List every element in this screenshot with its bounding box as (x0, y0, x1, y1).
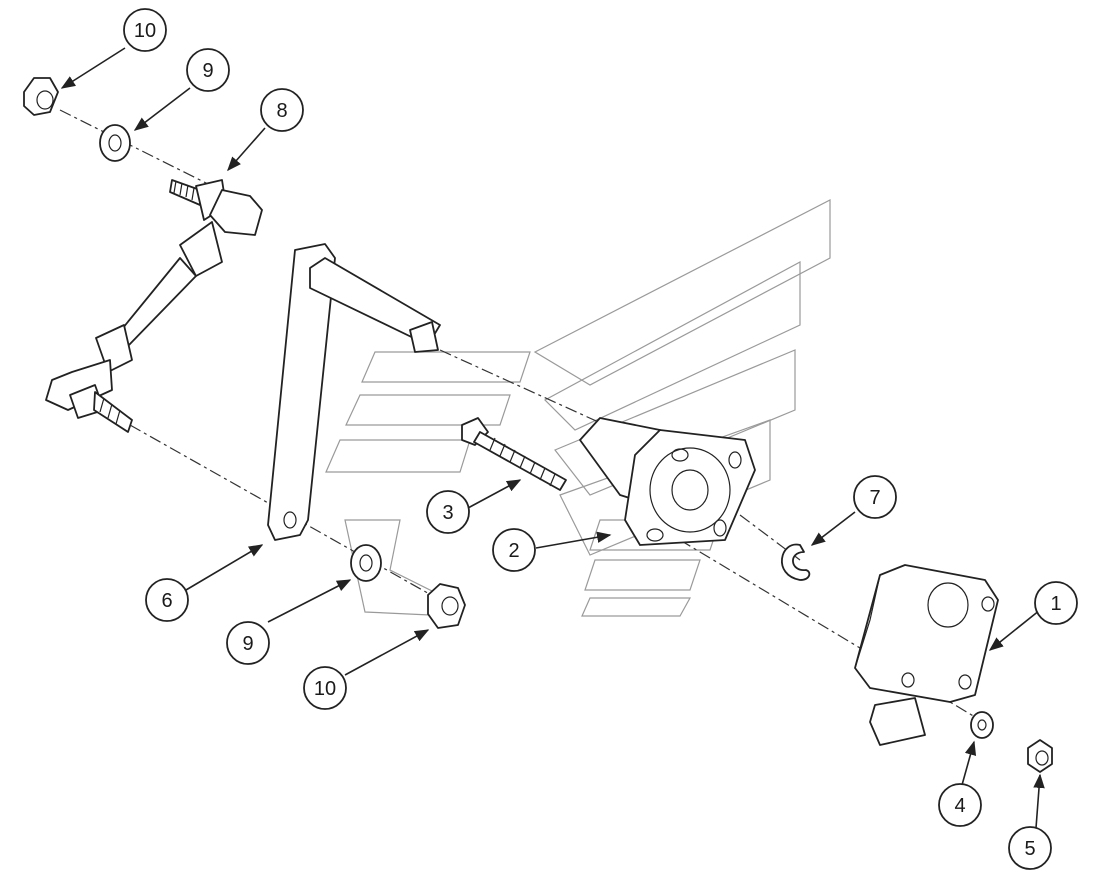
callout-6: 6 (145, 578, 189, 622)
callout-label: 9 (242, 633, 253, 655)
nut (1027, 739, 1053, 773)
callout-1: 1 (1034, 581, 1078, 625)
sensor-housing (579, 417, 756, 546)
leader-lines (60, 47, 1045, 829)
screw (461, 417, 567, 491)
lever-arm (267, 243, 441, 541)
lock-washer-top (99, 124, 131, 162)
callout-9-lower: 9 (226, 621, 270, 665)
callout-3: 3 (426, 490, 470, 534)
linkage-rod-assembly (45, 179, 263, 433)
callout-9-top: 9 (186, 48, 230, 92)
retaining-clip (781, 543, 811, 581)
callout-label: 4 (954, 795, 965, 817)
callout-2: 2 (492, 528, 536, 572)
callout-label: 3 (442, 502, 453, 524)
callout-4: 4 (938, 783, 982, 827)
washer (970, 711, 994, 739)
watermark-logo (325, 199, 831, 617)
callout-5: 5 (1008, 826, 1052, 870)
callout-8: 8 (260, 88, 304, 132)
lock-washer-lower (350, 544, 382, 582)
hex-nut-lower (427, 583, 466, 629)
callout-label: 8 (276, 100, 287, 122)
callout-label: 6 (161, 590, 172, 612)
hex-nut-top (23, 77, 59, 116)
callout-label: 1 (1050, 593, 1061, 615)
callout-10-top: 10 (123, 8, 167, 52)
sensor-block (854, 564, 999, 746)
callout-label: 9 (202, 60, 213, 82)
callout-7: 7 (853, 475, 897, 519)
callout-label: 10 (314, 678, 336, 700)
callout-label: 5 (1024, 838, 1035, 860)
callout-label: 2 (508, 540, 519, 562)
callout-10-lower: 10 (303, 666, 347, 710)
callout-label: 10 (134, 20, 156, 42)
callout-label: 7 (869, 487, 880, 509)
